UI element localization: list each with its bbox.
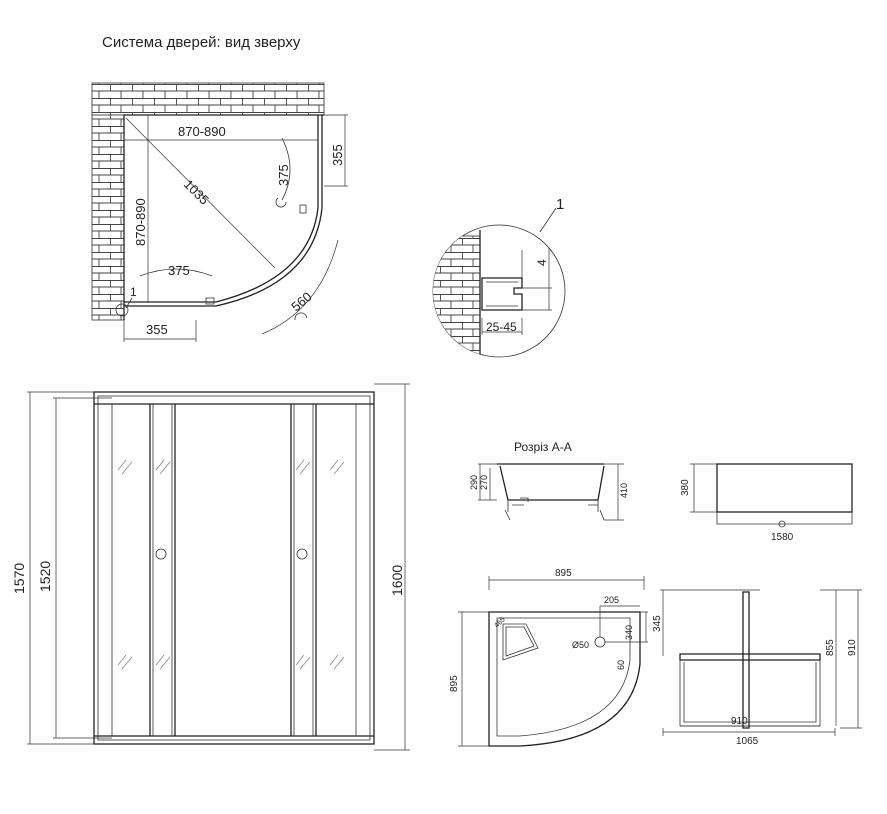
bottom-offset-label: 355	[146, 322, 168, 337]
sheet-title: Система дверей: вид зверху	[102, 34, 301, 51]
front-height-inner-label: 1520	[37, 561, 53, 592]
section-h1-label: 290	[469, 475, 479, 490]
tray-edge-label: 60	[616, 660, 626, 670]
brick-wall-left	[91, 114, 125, 321]
drain-x-label: 205	[604, 595, 619, 605]
profile-detail: 1 4 25-45	[432, 196, 566, 358]
frame-inner-height-label: 855	[825, 639, 836, 656]
detail-gap-label: 4	[535, 259, 549, 266]
tray-width-label: 895	[555, 568, 572, 579]
top-callout-label: 1	[130, 285, 137, 299]
drain-y-label: 340	[624, 625, 634, 640]
tray-section: Розріз А-А 290 270 410	[469, 440, 629, 521]
frame-inner-width-label: 910	[731, 716, 748, 727]
handle-arc-bottom-label: 375	[168, 263, 190, 278]
section-title: Розріз А-А	[514, 440, 572, 454]
tray-top-view: 895 895 465 Ø50 205 340 60	[449, 568, 648, 747]
door-width-label: 560	[288, 289, 314, 314]
frame-outer-height-label: 910	[847, 639, 858, 656]
handle-arc-right-label: 375	[276, 164, 291, 186]
frame-top-view: 910 1065 345 855 910	[652, 589, 862, 747]
drain-label: Ø50	[572, 640, 589, 650]
section-h2-label: 270	[479, 475, 489, 490]
detail-range-label: 25-45	[486, 320, 517, 334]
frame-offset-label: 345	[652, 615, 663, 632]
top-diagonal-label: 1035	[181, 177, 212, 208]
section-h3-label: 410	[619, 483, 629, 498]
front-view: 1570 1520 1600	[11, 383, 410, 751]
top-width-label: 870-890	[178, 124, 226, 139]
detail-callout-label: 1	[556, 196, 564, 213]
panel-height-label: 380	[680, 479, 691, 496]
top-depth-label: 870-890	[133, 198, 148, 246]
side-offset-label: 355	[330, 144, 345, 166]
frame-outer-width-label: 1065	[736, 736, 759, 747]
side-panel-view: 380 1580	[680, 463, 853, 543]
front-height-right-label: 1600	[389, 565, 405, 596]
tray-depth-label: 895	[449, 675, 460, 692]
front-height-outer-label: 1570	[11, 563, 27, 594]
brick-wall-top	[91, 82, 325, 116]
top-view-plan: 870-890 870-890 1035 355 355 560 375 375…	[91, 82, 348, 342]
panel-width-label: 1580	[771, 532, 794, 543]
